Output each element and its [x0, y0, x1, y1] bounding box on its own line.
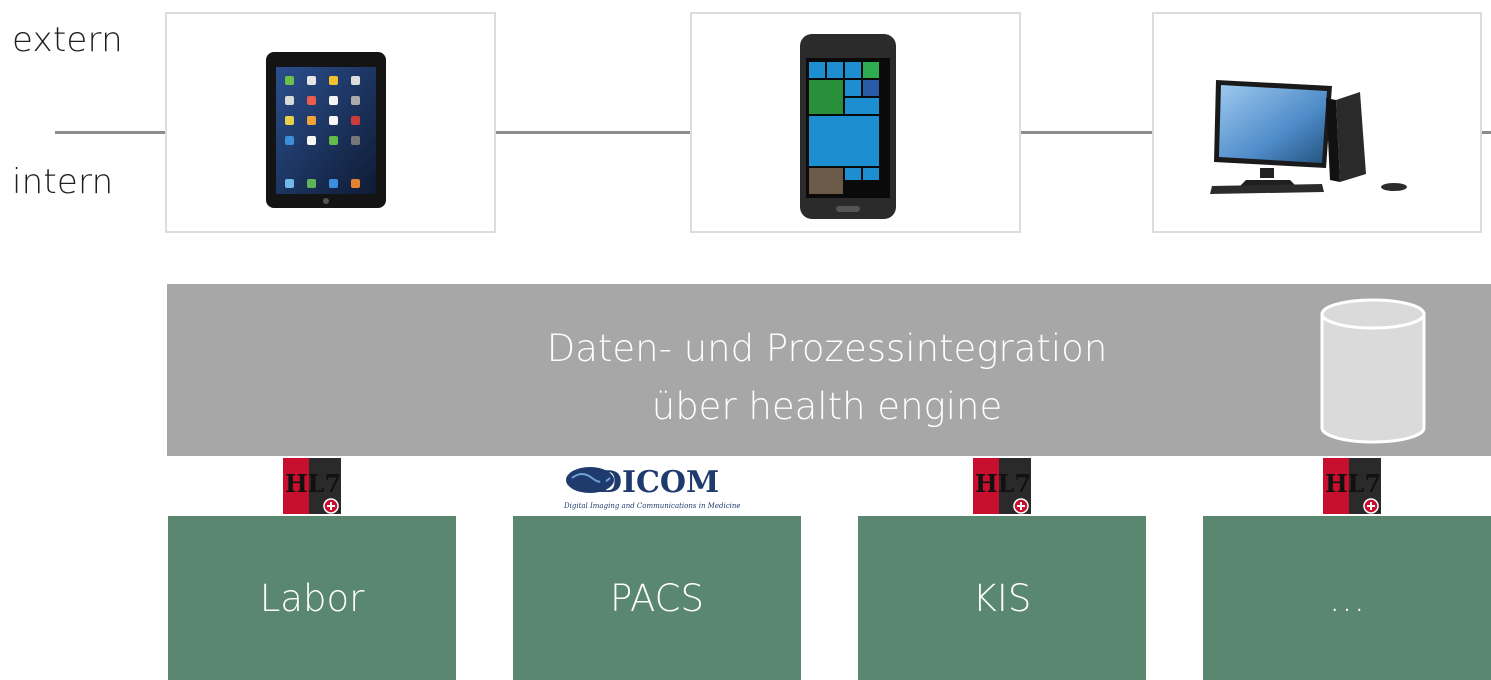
dicom-logo-icon: DICOM Digital Imaging and Communications…: [563, 465, 740, 510]
engine-title-line1: Daten- und Prozessintegration: [546, 327, 1108, 370]
health-engine-band: Daten- und Prozessintegration über healt…: [167, 284, 1491, 456]
system-box-pacs: PACS: [513, 516, 801, 680]
dicom-logo-text: DICOM: [596, 465, 719, 500]
device-box-smartphone: [690, 12, 1021, 233]
system-box-labor: Labor: [168, 516, 456, 680]
hl7-logo-icon: HL7: [971, 456, 1033, 516]
desktop-computer-icon: [1210, 80, 1407, 194]
device-box-tablet: [165, 12, 496, 233]
zone-label-intern: intern: [12, 162, 114, 202]
hl7-logo-icon: HL7: [1321, 456, 1383, 516]
hl7-logo-text: HL7: [1325, 469, 1381, 498]
system-label-labor: Labor: [259, 576, 365, 620]
system-label-kis: KIS: [972, 576, 1032, 620]
hl7-logo-text: HL7: [975, 469, 1031, 498]
engine-title-line2: über health engine: [651, 385, 1003, 428]
device-box-desktop: [1152, 12, 1482, 233]
hl7-logo-icon: HL7: [281, 456, 343, 516]
engine-title: Daten- und Prozessintegration über healt…: [427, 320, 1227, 436]
dicom-tagline: Digital Imaging and Communications in Me…: [563, 502, 740, 510]
system-label-pacs: PACS: [610, 576, 704, 620]
hl7-logo-text: HL7: [285, 469, 341, 498]
tablet-icon: [266, 52, 386, 208]
database-icon: [1320, 298, 1426, 444]
system-box-kis: KIS: [858, 516, 1146, 680]
system-label-more: …: [1328, 576, 1366, 620]
system-box-more: …: [1203, 516, 1491, 680]
zone-label-extern: extern: [12, 20, 123, 60]
smartphone-icon: [800, 34, 896, 219]
